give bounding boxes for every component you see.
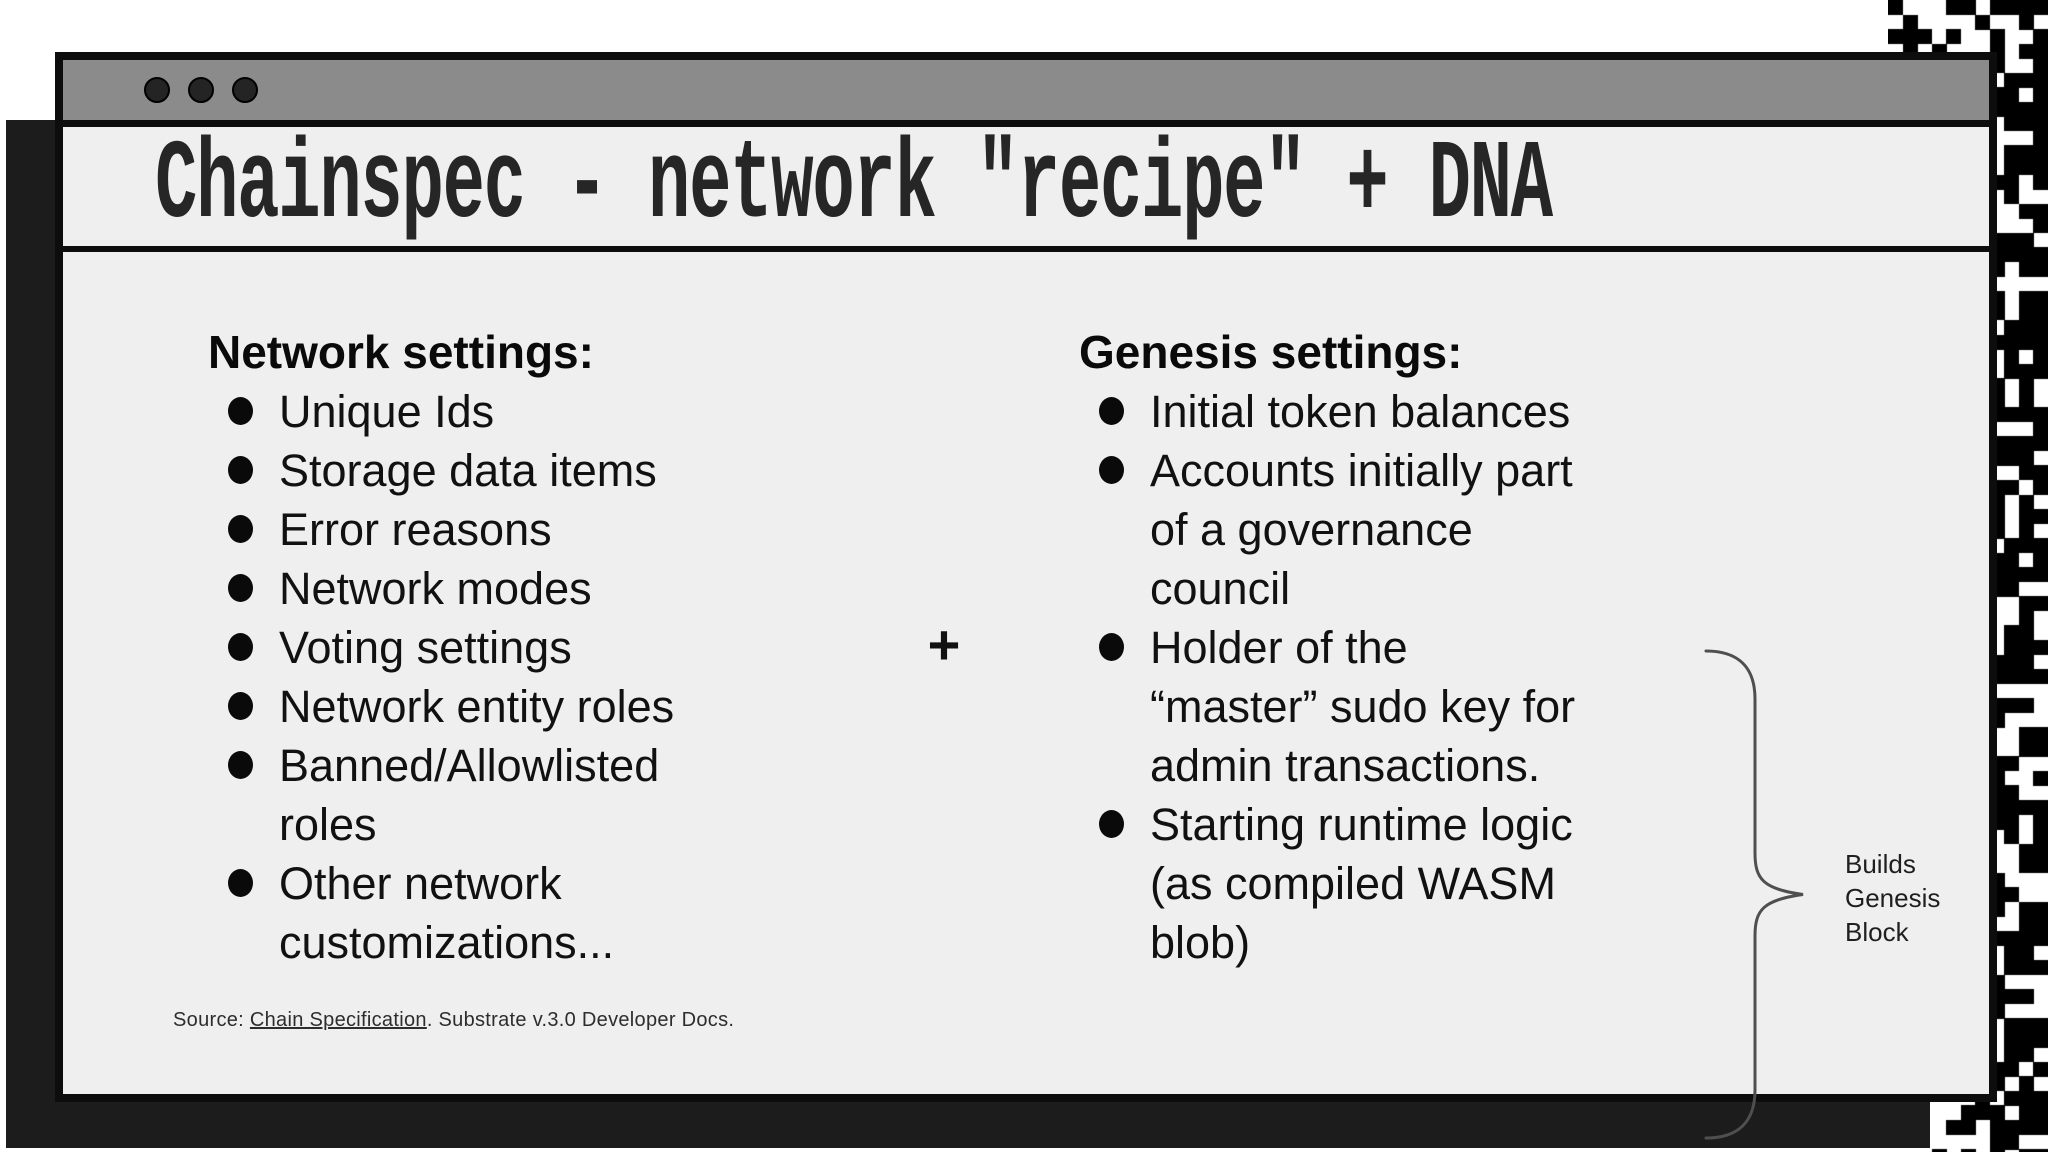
list-item-text: Error reasons [279,504,552,555]
list-item-text: Unique Ids [279,386,495,437]
brace-label-line: Block [1845,917,1909,947]
bullet-icon [1099,397,1124,425]
slide-content: Network settings: Unique Ids Storage dat… [63,252,1989,1140]
list-item-text: customizations... [279,917,615,968]
genesis-list: Initial token balances Accounts initiall… [1079,382,1779,972]
curly-brace-icon [1704,649,1804,1140]
window-control-dot-1 [144,77,170,103]
list-row: blob) [1079,913,1779,972]
list-row: customizations... [208,913,828,972]
source-link[interactable]: Chain Specification [249,1009,427,1031]
list-item-text: blob) [1150,917,1251,968]
list-row: Starting runtime logic [1079,795,1779,854]
list-row: Storage data items [208,441,828,500]
bullet-icon [228,574,253,602]
source-note: Source: Chain Specification. Substrate v… [173,1009,734,1032]
brace-label-line: Builds [1845,849,1916,879]
list-item-text: Banned/Allowlisted [279,740,660,791]
list-item-text: Initial token balances [1150,386,1571,437]
list-item-text: Network modes [279,563,592,614]
bullet-icon [1099,810,1124,838]
list-row: Voting settings [208,618,828,677]
genesis-heading: Genesis settings: [1079,326,1463,378]
page-title: Chainspec - network "recipe" + DNA [155,127,1553,250]
bullet-icon [228,751,253,779]
list-row: Accounts initially part [1079,441,1779,500]
network-list: Unique Ids Storage data items Error reas… [208,382,828,972]
network-column: Network settings: Unique Ids Storage dat… [208,323,828,972]
title-band: Chainspec - network "recipe" + DNA [63,127,1989,252]
list-item-text: Accounts initially part [1150,445,1573,496]
list-row: of a governance [1079,500,1779,559]
brace-label-line: Genesis [1845,883,1941,913]
list-item-text: “master” sudo key for [1150,681,1576,732]
window: Chainspec - network "recipe" + DNA Netwo… [55,52,1997,1140]
window-control-dot-2 [188,77,214,103]
list-row: roles [208,795,828,854]
bullet-icon [228,515,253,543]
list-row: Network modes [208,559,828,618]
list-row: Error reasons [208,500,828,559]
brace-label: Builds Genesis Block [1845,847,1940,949]
list-item-text: Starting runtime logic [1150,799,1573,850]
genesis-column: Genesis settings: Initial token balances… [1079,323,1779,972]
bullet-icon [1099,456,1124,484]
source-prefix: Source: [173,1009,250,1031]
list-item-text: roles [279,799,377,850]
list-row: Initial token balances [1079,382,1779,441]
source-suffix: . Substrate v.3.0 Developer Docs. [426,1009,735,1031]
window-control-dot-3 [232,77,258,103]
list-item-text: admin transactions. [1150,740,1541,791]
list-item-text: of a governance [1150,504,1473,555]
bullet-icon [1099,633,1124,661]
list-row: admin transactions. [1079,736,1779,795]
bullet-icon [228,633,253,661]
list-row: “master” sudo key for [1079,677,1779,736]
bullet-icon [228,869,253,897]
bullet-icon [228,692,253,720]
bullet-icon [228,456,253,484]
list-row: Holder of the [1079,618,1779,677]
list-row: (as compiled WASM [1079,854,1779,913]
list-item-text: (as compiled WASM [1150,858,1556,909]
window-titlebar [63,60,1989,127]
plus-sign: + [927,613,961,676]
network-heading: Network settings: [208,326,594,378]
list-row: Banned/Allowlisted [208,736,828,795]
list-row: Network entity roles [208,677,828,736]
bullet-icon [228,397,253,425]
list-row: Other network [208,854,828,913]
list-item-text: Voting settings [279,622,572,673]
list-item-text: Storage data items [279,445,657,496]
list-item-text: Network entity roles [279,681,675,732]
list-row: Unique Ids [208,382,828,441]
list-item-text: Holder of the [1150,622,1408,673]
list-row: council [1079,559,1779,618]
list-item-text: council [1150,563,1291,614]
list-item-text: Other network [279,858,562,909]
